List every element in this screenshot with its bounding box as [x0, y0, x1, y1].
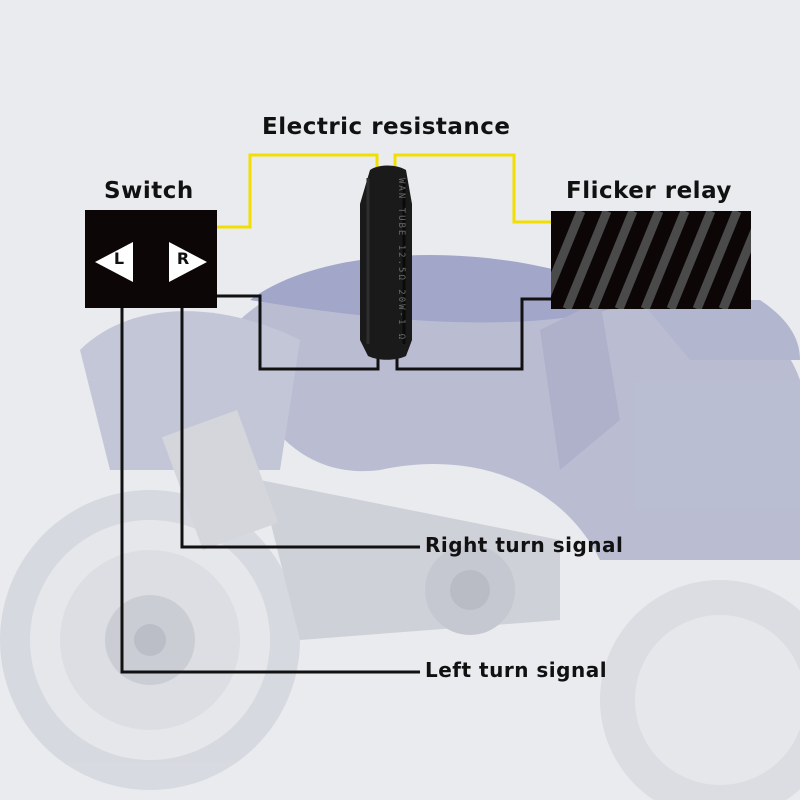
- left-turn-signal-label: Left turn signal: [425, 658, 608, 682]
- relay-stripes: [551, 211, 751, 309]
- wire-right-turn-signal: [180, 308, 420, 549]
- wire-switch-to-resistor-positive: [217, 153, 379, 229]
- wire-resistor-to-relay-ground: [395, 297, 551, 371]
- switch-box: L R: [85, 210, 217, 308]
- wire-resistor-to-relay-positive: [393, 153, 551, 224]
- switch-right-key-label: R: [176, 249, 190, 268]
- resistor-print-text: WAN TUBE 12.5Ω 20W-1 Ω: [396, 178, 406, 342]
- electric-resistance-label: Electric resistance: [262, 114, 511, 140]
- left-arrow-triangle-icon: L: [95, 242, 135, 282]
- right-turn-signal-label: Right turn signal: [425, 533, 624, 557]
- flicker-relay-label: Flicker relay: [566, 178, 732, 204]
- electric-resistor: [358, 164, 416, 360]
- wire-switch-to-resistor-ground: [217, 294, 380, 371]
- switch-label: Switch: [104, 178, 194, 204]
- flicker-relay-box: [551, 211, 751, 309]
- right-arrow-triangle-icon: R: [167, 242, 207, 282]
- wire-left-turn-signal: [120, 308, 420, 674]
- switch-left-key-label: L: [113, 249, 125, 268]
